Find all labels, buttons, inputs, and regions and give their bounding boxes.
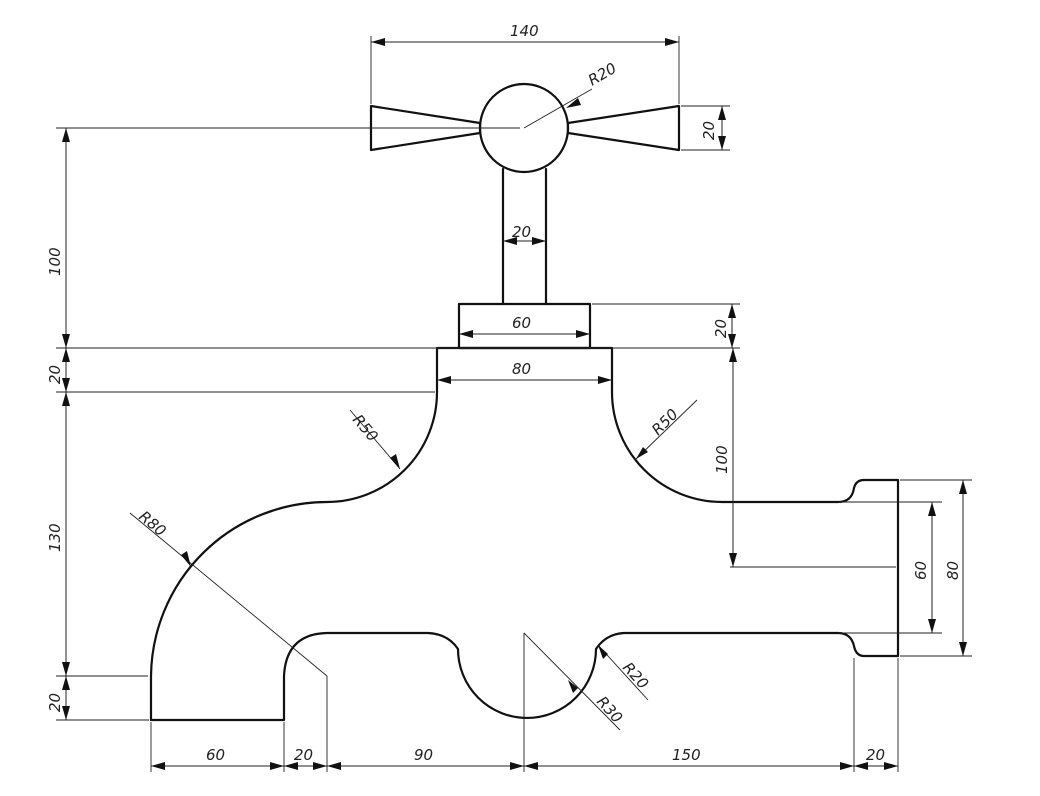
dim-stem-width: 20 — [512, 223, 531, 241]
dim-base-gap: 20 — [294, 746, 313, 764]
dim-outlet-outer: 80 — [944, 561, 962, 580]
dim-handle-bar-height: 20 — [700, 121, 718, 140]
dim-outlet-drop: 100 — [713, 445, 731, 474]
extension-lines — [56, 36, 972, 772]
dim-handle-height: 100 — [46, 247, 64, 276]
dim-flange-width: 20 — [866, 746, 885, 764]
dim-neck-height: 20 — [46, 365, 64, 384]
dim-foot-height: 20 — [46, 693, 64, 712]
dim-notch-bottom-radius: R30 — [593, 693, 626, 727]
dim-base-right: 150 — [672, 746, 701, 764]
dim-cap-height: 20 — [712, 319, 730, 338]
dim-neck-width: 80 — [512, 360, 531, 378]
dim-base-mid: 90 — [414, 746, 433, 764]
dim-notch-top-radius: R20 — [619, 659, 652, 693]
body-profile — [149, 346, 900, 722]
dim-cap-width: 60 — [512, 314, 531, 332]
dim-bend-radius: R80 — [135, 507, 169, 540]
dim-outlet-inner: 60 — [912, 561, 930, 580]
part-outline — [149, 82, 900, 722]
dimension-lines — [62, 38, 967, 770]
dim-left-fillet: R50 — [349, 411, 382, 445]
handle-right-wing — [566, 104, 681, 152]
dim-body-height: 130 — [46, 523, 64, 552]
dim-right-fillet: R50 — [648, 405, 682, 439]
dim-handle-width: 140 — [510, 22, 539, 40]
dim-base-left: 60 — [206, 746, 225, 764]
dim-handle-circle-radius: R20 — [585, 59, 620, 89]
handle-left-wing — [369, 104, 482, 152]
dimension-labels: 140 R20 20 100 20 60 20 80 20 R50 R50 10… — [46, 22, 962, 764]
